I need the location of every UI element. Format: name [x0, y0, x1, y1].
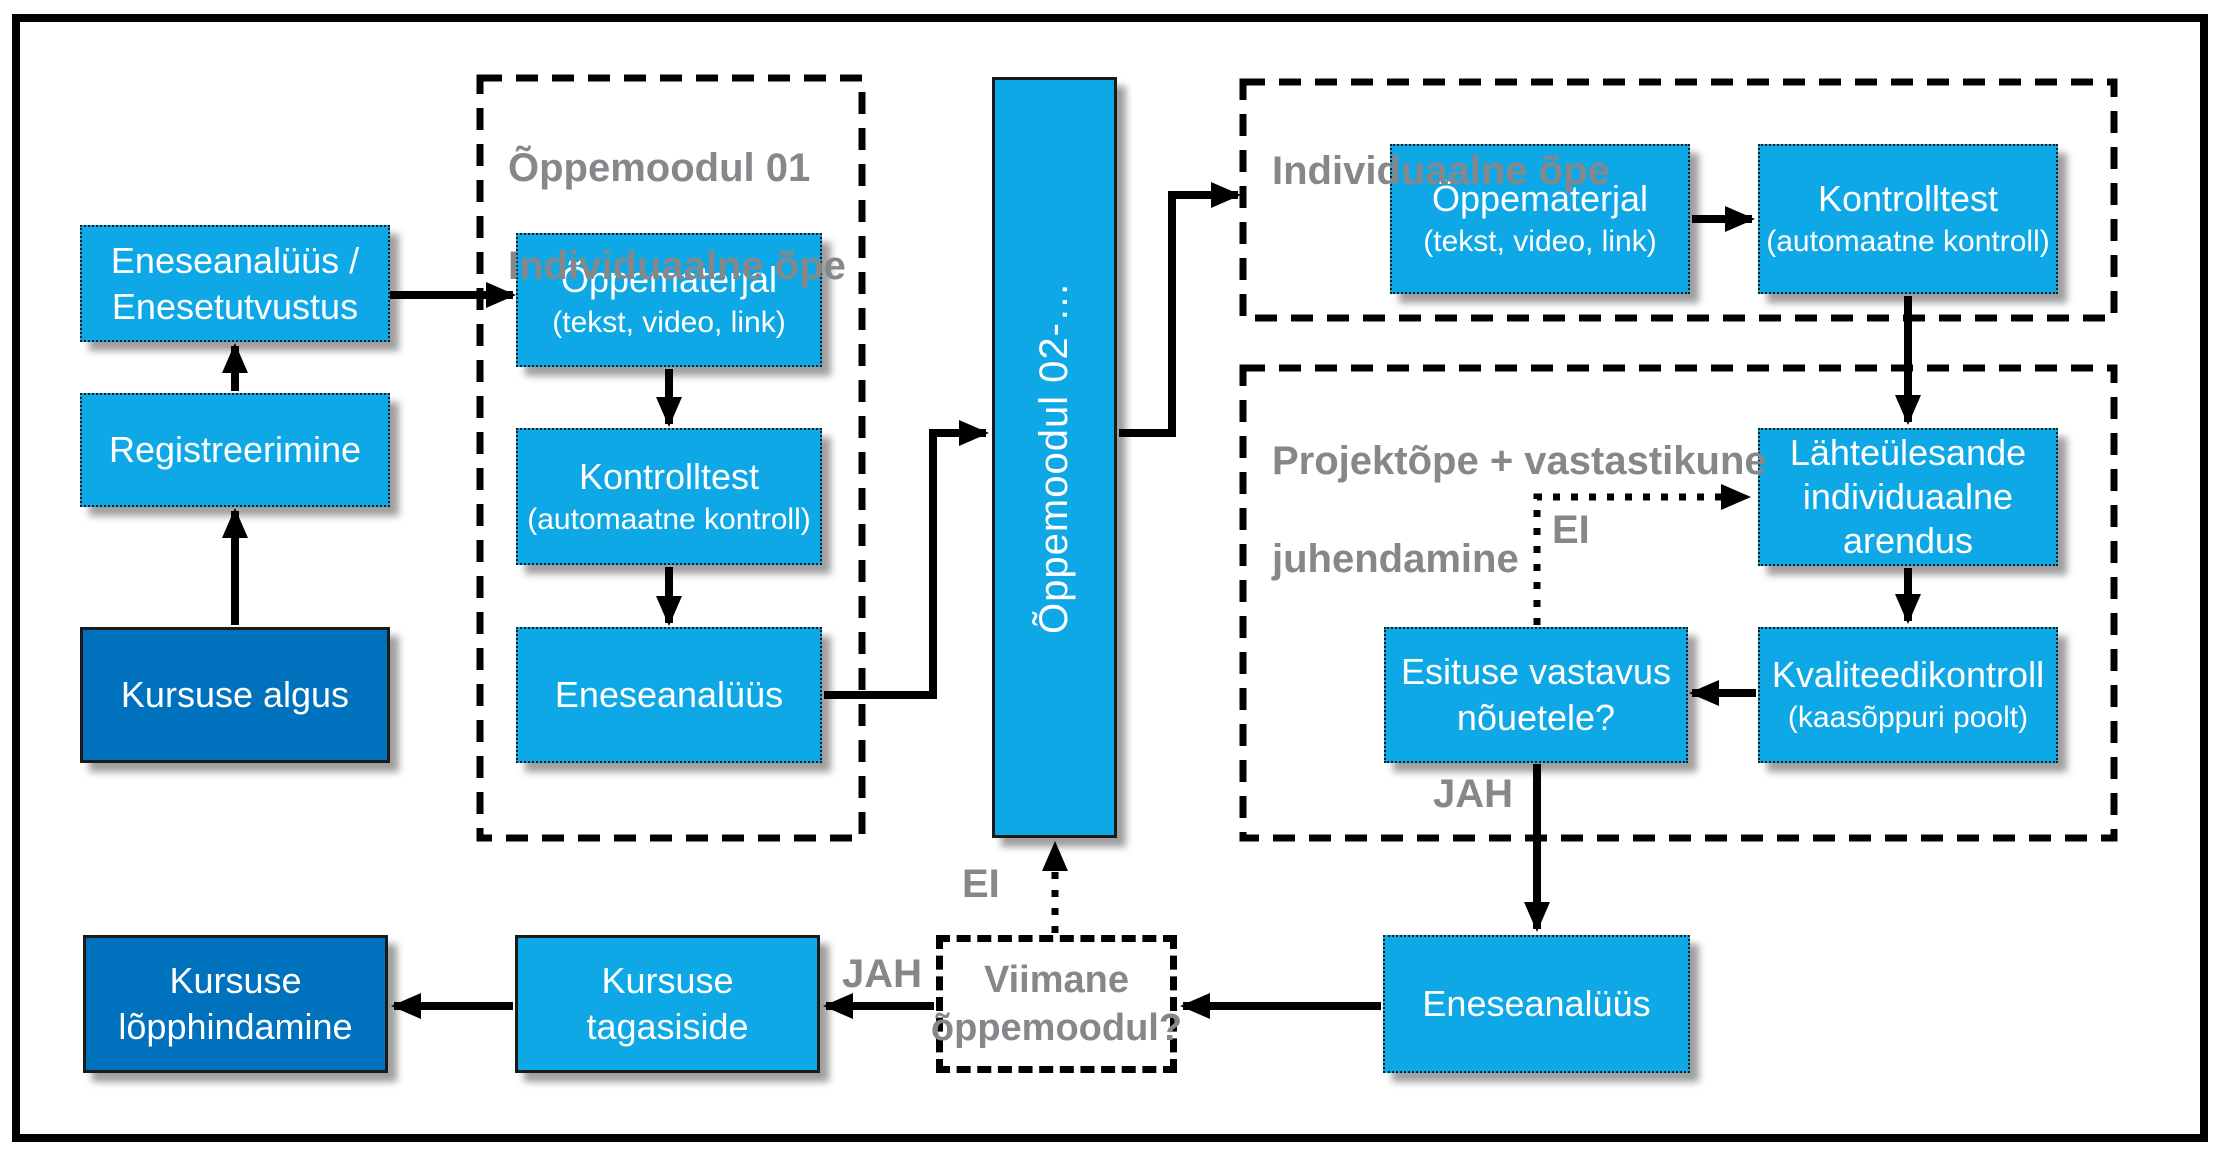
node-kursuse-algus: Kursuse algus — [80, 627, 390, 763]
edge-label-ei-viimane: EI — [962, 862, 1000, 906]
node-kontrolltest-01: Kontrolltest (automaatne kontroll) — [516, 428, 822, 565]
node-eneseanaluus-01: Eneseanalüüs — [516, 627, 822, 763]
node-lahteulesanne: Lähteülesande individuaalne arendus — [1758, 428, 2058, 566]
node-kursuse-lopphindamine: Kursuse lõpphindamine — [83, 935, 388, 1073]
group-title-individual: Individuaalne õpe — [1272, 149, 1610, 193]
node-esituse-vastavus: Esituse vastavus nõuetele? — [1384, 627, 1688, 763]
node-oppemoodul-02: Õppemoodul 02-… — [992, 77, 1117, 838]
node-kvaliteedikontroll: Kvaliteedikontroll (kaasõppuri poolt) — [1758, 627, 2058, 763]
edge-label-ei-project: EI — [1552, 508, 1590, 552]
node-viimane-oppemoodul: Viimane õppemoodul? — [931, 935, 1182, 1073]
node-kursuse-tagasiside: Kursuse tagasiside — [515, 935, 820, 1073]
edge-label-jah-viimane: JAH — [841, 952, 922, 996]
node-eneseanaluus-projekt: Eneseanalüüs — [1383, 935, 1690, 1073]
outer-frame — [12, 14, 2208, 1142]
group-title-module01: Õppemoodul 01 Individuaalne õpe — [508, 146, 846, 288]
node-eneseanaluus-enesetutvustus: Eneseanalüüs / Enesetutvustus — [80, 225, 390, 342]
group-title-project: Projektõpe + vastastikune juhendamine — [1272, 439, 1767, 581]
edge-label-jah-project: JAH — [1432, 772, 1513, 816]
node-registreerimine: Registreerimine — [80, 393, 390, 507]
node-kontrolltest-02: Kontrolltest (automaatne kontroll) — [1758, 144, 2058, 294]
